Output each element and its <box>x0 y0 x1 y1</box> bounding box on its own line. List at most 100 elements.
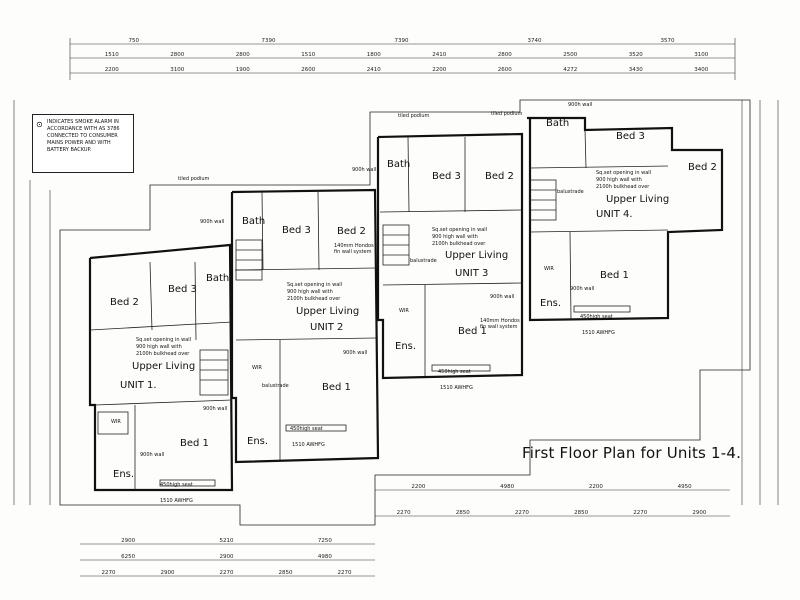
smoke-alarm-icon: ⊙ <box>36 120 43 129</box>
dimension-label: 7390 <box>262 38 276 44</box>
room-label: Bath <box>206 273 229 284</box>
room-label: Ens. <box>540 298 561 309</box>
unit-label: UNIT 4. <box>596 209 633 220</box>
dimension-label: 2270 <box>633 510 647 516</box>
ground-floor-outline <box>59 99 751 526</box>
dimension-label: 1800 <box>367 52 381 58</box>
plan-label: balustrade <box>557 189 584 195</box>
bottom-dimension-lines <box>80 489 730 577</box>
plan-note: 900h wall <box>490 294 514 300</box>
top-dimension-lines <box>69 38 736 80</box>
plan-note: 2100h bulkhead over <box>432 241 486 247</box>
plan-note: 900 high wall with <box>596 177 642 183</box>
plan-note: 450high seat <box>160 482 193 488</box>
dimension-label: 3430 <box>629 67 643 73</box>
dimension-label: 3520 <box>629 52 643 58</box>
dimension-label: 2410 <box>432 52 446 58</box>
room-label: WIR <box>111 419 121 425</box>
plan-label: 900h wall <box>568 102 592 108</box>
dimension-label: 3740 <box>528 38 542 44</box>
dimension-label: 2900 <box>220 554 234 560</box>
plan-label: tiled podium <box>398 113 430 119</box>
room-label: WIR <box>252 365 262 371</box>
plan-note: 900 high wall with <box>136 344 182 350</box>
room-label: Bed 1 <box>322 382 351 393</box>
room-label: Upper Living <box>132 361 195 372</box>
plan-note: Sq.set opening in wall <box>596 170 651 176</box>
plan-note: 900 high wall with <box>432 234 478 240</box>
plan-label: balustrade <box>410 258 437 264</box>
dimension-label: 7390 <box>395 38 409 44</box>
dimension-label: 6250 <box>121 554 135 560</box>
legend-line: BATTERY BACKUP. <box>47 147 92 153</box>
plan-note: Sq.set opening in wall <box>287 282 342 288</box>
room-label: Bed 2 <box>337 226 366 237</box>
dimension-label: 2200 <box>411 484 425 490</box>
plan-note: Sq.set opening in wall <box>136 337 191 343</box>
legend-line: ACCORDANCE WITH AS 3786 <box>47 126 120 132</box>
dimension-label: 2200 <box>105 67 119 73</box>
unit-label: UNIT 2 <box>310 322 343 333</box>
room-label: Bath <box>387 159 410 170</box>
dimension-label: 2600 <box>301 67 315 73</box>
unit-label: UNIT 3 <box>455 268 488 279</box>
room-label: Upper Living <box>606 194 669 205</box>
unit-1-walls <box>88 243 234 492</box>
plan-label: tiled podium <box>178 176 210 182</box>
dimension-label: 4980 <box>500 484 514 490</box>
plan-note: 900h wall <box>203 406 227 412</box>
dimension-label: 2270 <box>515 510 529 516</box>
room-label: Ens. <box>395 341 416 352</box>
plan-note: 2100h bulkhead over <box>136 351 190 357</box>
dimension-label: 2800 <box>170 52 184 58</box>
dimension-label: 2600 <box>498 67 512 73</box>
dimension-label: 2410 <box>367 67 381 73</box>
unit-3-walls <box>376 132 524 380</box>
plan-note: 140mm Hondos <box>480 318 520 324</box>
dimension-label: 2900 <box>692 510 706 516</box>
plan-note: 900h wall <box>140 452 164 458</box>
dimension-label: 3400 <box>694 67 708 73</box>
room-label: Bed 3 <box>282 225 311 236</box>
plan-note: 1510 AWHFG <box>582 330 615 336</box>
dimension-label: 2270 <box>397 510 411 516</box>
room-label: Bed 1 <box>600 270 629 281</box>
legend-line: INDICATES SMOKE ALARM IN <box>47 119 119 125</box>
room-label: Bed 1 <box>458 326 487 337</box>
plan-note: 1510 AWHFG <box>292 442 325 448</box>
room-label: WIR <box>544 266 554 272</box>
dimension-label: 3100 <box>170 67 184 73</box>
dimension-label: 2850 <box>279 570 293 576</box>
dimension-label: 2900 <box>121 538 135 544</box>
plan-note: 900h wall <box>570 286 594 292</box>
stairs <box>199 179 557 396</box>
room-label: Bed 1 <box>180 438 209 449</box>
room-label: Bed 3 <box>616 131 645 142</box>
dimension-label: 2850 <box>574 510 588 516</box>
plan-note: 140mm Hondos <box>334 243 374 249</box>
room-label: WIR <box>399 308 409 314</box>
dimension-label: 4980 <box>318 554 332 560</box>
dimension-label: 2800 <box>236 52 250 58</box>
plan-note: 2100h bulkhead over <box>596 184 650 190</box>
plan-label: tiled podium <box>491 111 523 117</box>
plan-note: fin wall system <box>334 249 372 255</box>
dimension-label: 2200 <box>432 67 446 73</box>
plan-note: 900h wall <box>343 350 367 356</box>
dimension-label: 5210 <box>220 538 234 544</box>
unit-label: UNIT 1. <box>120 380 157 391</box>
dimension-label: 4272 <box>563 67 577 73</box>
room-label: Bed 3 <box>168 284 197 295</box>
room-label: Bed 2 <box>485 171 514 182</box>
dimension-label: 2850 <box>456 510 470 516</box>
dimension-label: 4950 <box>678 484 692 490</box>
dimension-label: 1510 <box>301 52 315 58</box>
room-label: Ens. <box>113 469 134 480</box>
legend-line: CONNECTED TO CONSUMER <box>47 133 118 139</box>
unit-4-walls <box>527 116 724 322</box>
